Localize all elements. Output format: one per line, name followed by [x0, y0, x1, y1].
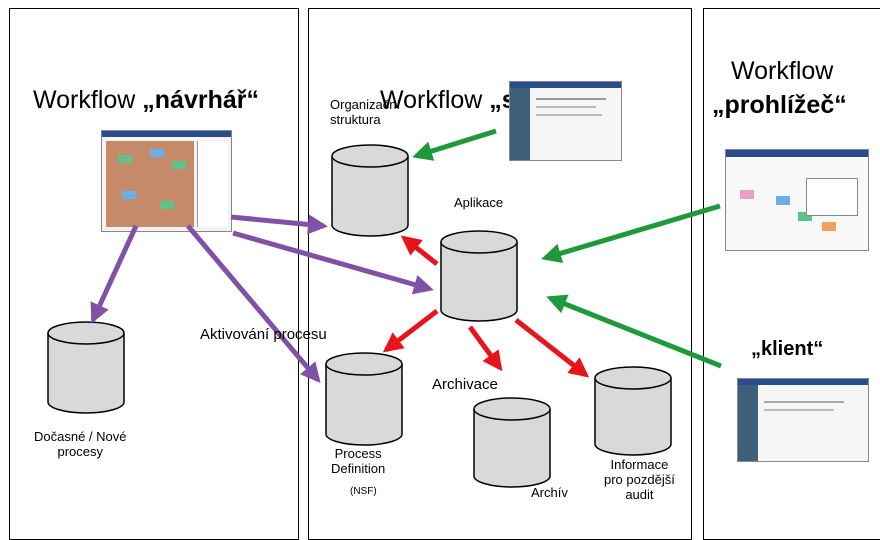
designer-screenshot-thumbnail [101, 130, 232, 232]
system-screenshot-thumbnail [509, 81, 622, 161]
nsf-label: (NSF) [350, 486, 377, 497]
red-arrow-to-informace [514, 318, 590, 378]
red-arrow-to-archiv [467, 325, 503, 372]
database-icon-docasne [47, 321, 125, 414]
informace-label: Informace pro pozdější audit [604, 457, 675, 502]
org-label: Organizační struktura [330, 97, 401, 127]
workflow-diagram [47, 128, 722, 488]
purple-arrow-to-org [230, 214, 328, 235]
purple-arrow-to-process-def [186, 224, 321, 384]
red-arrow-to-org [400, 235, 439, 266]
database-icon-archiv [473, 397, 551, 488]
archiv-label: Archív [531, 485, 568, 500]
process-definition-label: Process Definition [331, 446, 386, 476]
database-icon-aplikace [440, 230, 518, 322]
viewer-screenshot-thumbnail [725, 149, 869, 251]
viewer-title-line1: Workflow [731, 57, 834, 85]
viewer-title-line2: „prohlížeč“ [712, 91, 847, 119]
docasne-label: Dočasné / Nové procesy [34, 429, 127, 459]
aktivovani-label: Aktivování procesu [200, 326, 327, 343]
aplikace-label: Aplikace [454, 195, 504, 210]
red-arrow-to-process-def [382, 309, 439, 353]
designer-title-bold: „návrhář“ [142, 85, 259, 114]
designer-title: Workflow „návrhář“ [33, 57, 259, 115]
database-icon-process-definition [325, 352, 403, 446]
green-arrow-from-viewer [541, 203, 721, 264]
designer-panel [9, 8, 299, 540]
database-icon-informace [594, 366, 672, 456]
designer-title-prefix: Workflow [33, 85, 143, 114]
client-label: „klient“ [751, 338, 824, 360]
purple-arrow-to-aplikace [232, 230, 434, 295]
archivace-label: Archivace [432, 376, 498, 393]
database-icon-org [331, 144, 409, 237]
green-arrow-from-client [546, 294, 722, 369]
client-screenshot-thumbnail [737, 378, 869, 462]
green-arrow-to-org [412, 128, 497, 161]
system-title-prefix: Workflow [380, 85, 490, 114]
purple-arrow-to-docasne [90, 224, 139, 324]
